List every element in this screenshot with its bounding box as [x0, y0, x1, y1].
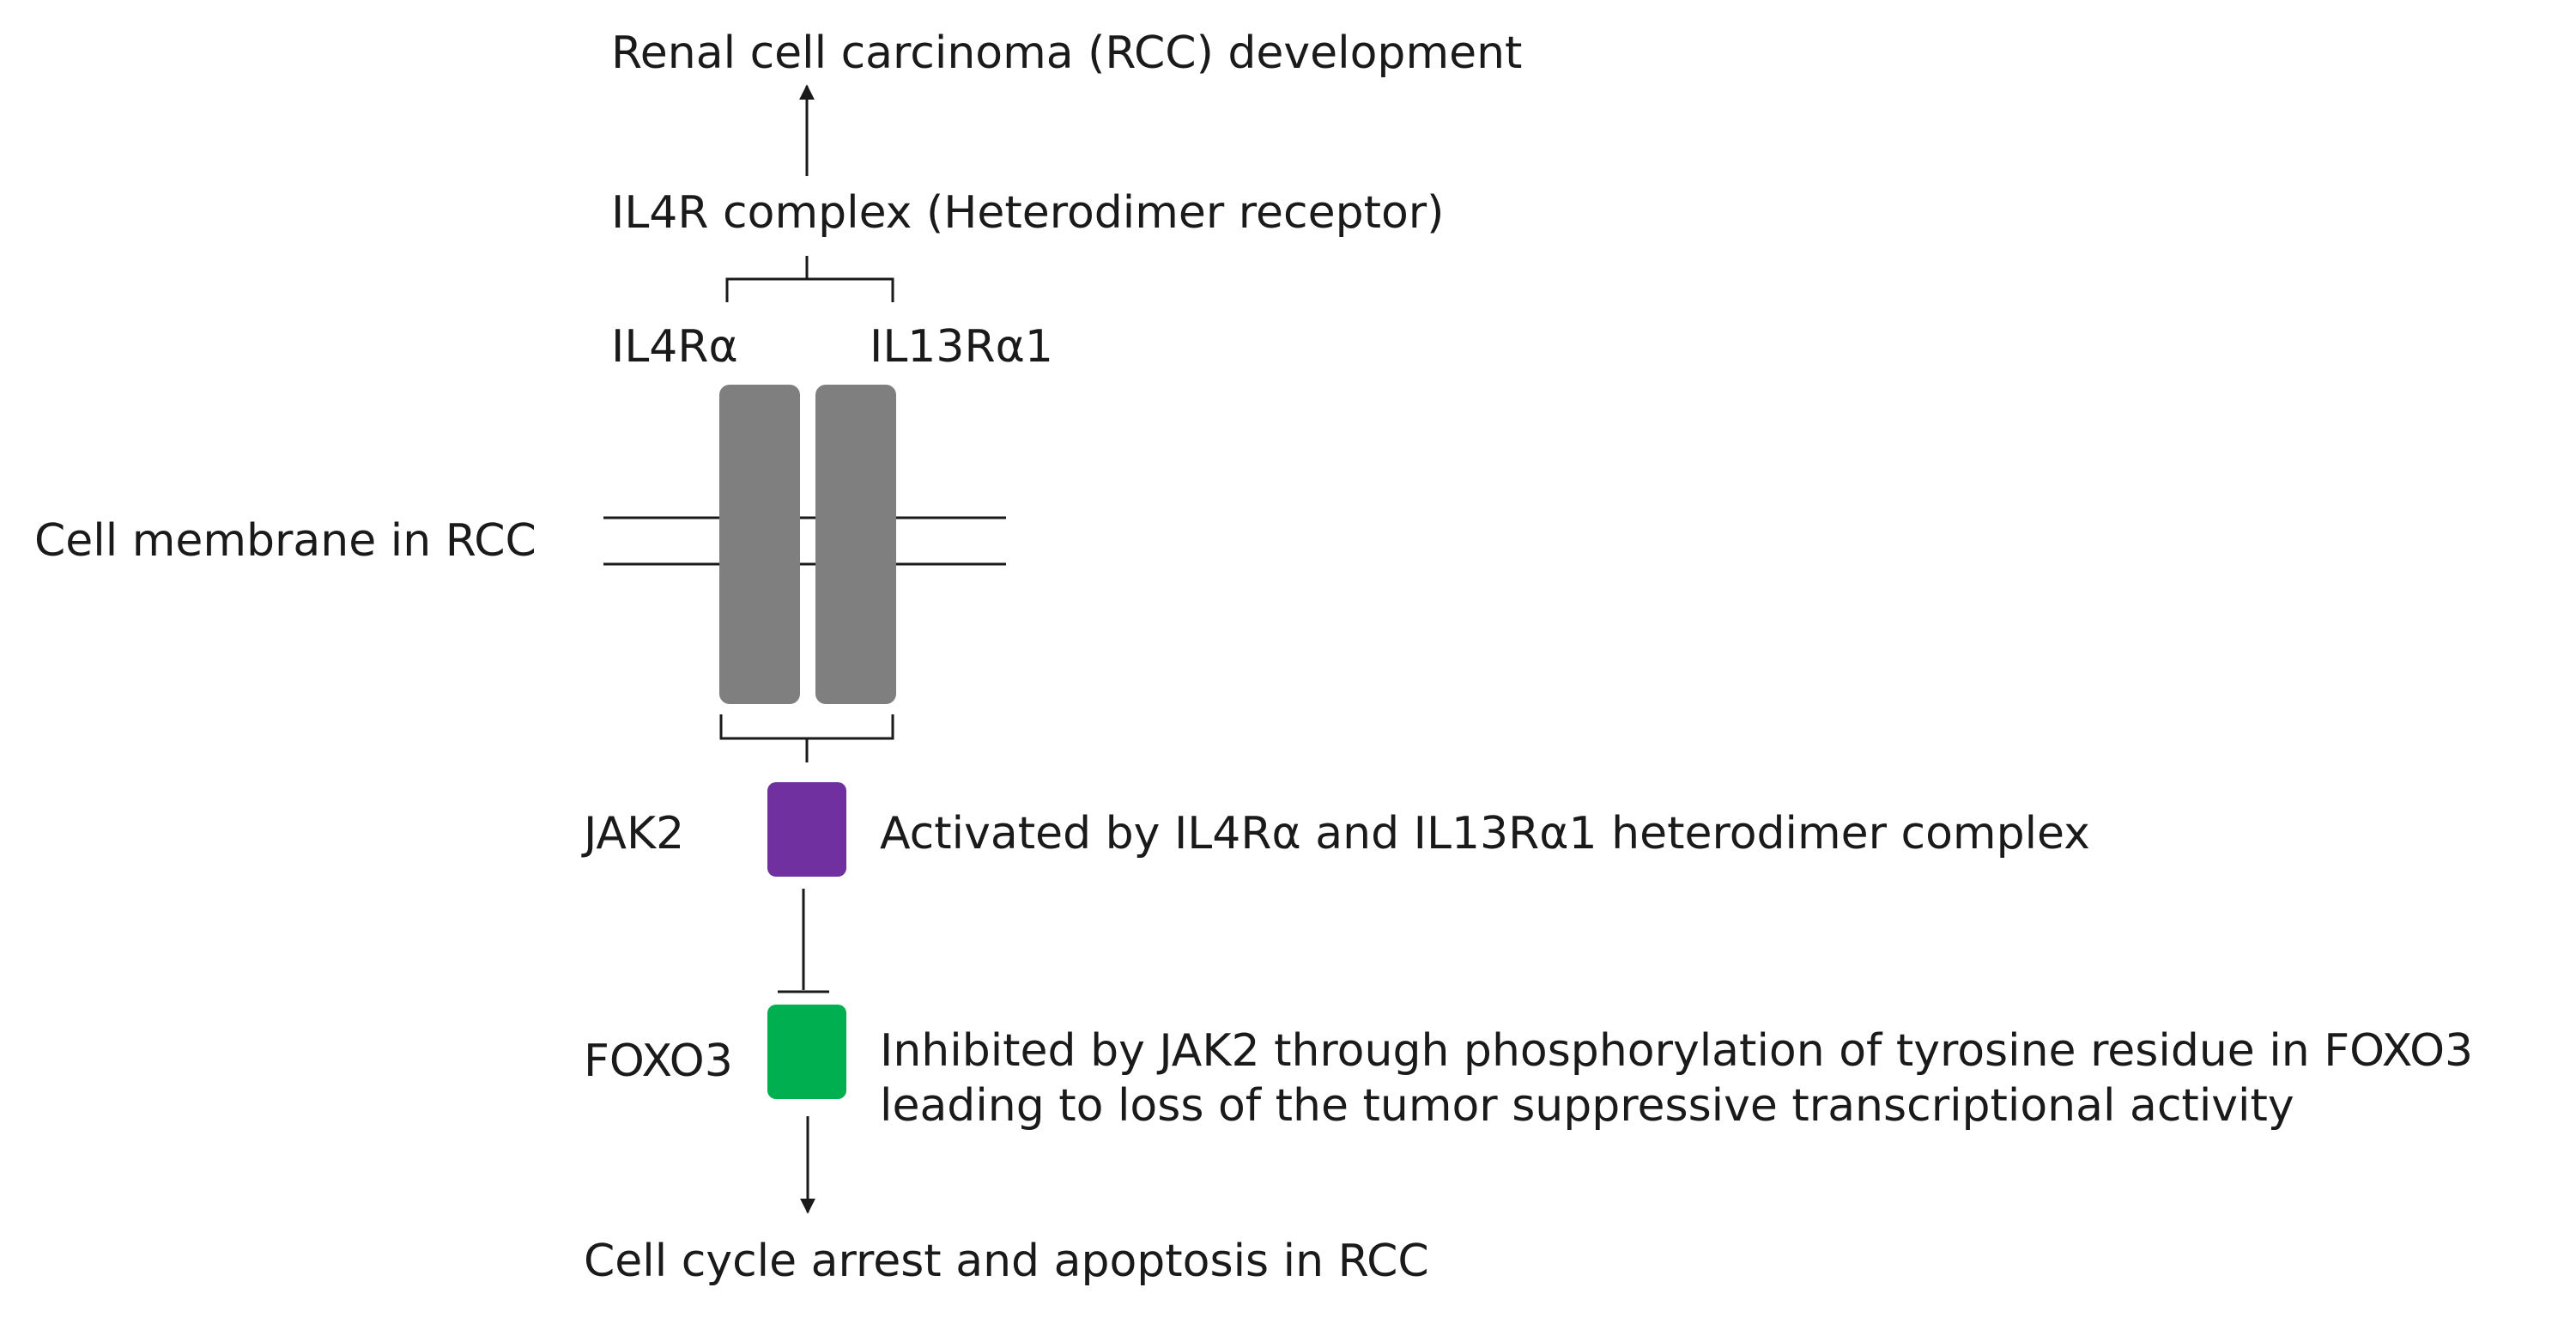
foxo3-label: FOXO3 [584, 1036, 733, 1087]
foxo3-box [767, 1005, 846, 1099]
foxo3-note-line2: leading to loss of the tumor suppressive… [880, 1080, 2294, 1132]
jak2-note: Activated by IL4Rα and IL13Rα1 heterodim… [880, 808, 2090, 859]
jak2-label: JAK2 [584, 808, 685, 859]
foxo3-note: Inhibited by JAK2 through phosphorylatio… [880, 1023, 2473, 1133]
il4ra-receptor-bar [719, 385, 800, 704]
foxo3-note-line1: Inhibited by JAK2 through phosphorylatio… [880, 1025, 2474, 1077]
il13ra1-receptor-bar [815, 385, 896, 704]
il4ra-label: IL4Rα [611, 321, 738, 373]
lower-brace [719, 714, 894, 762]
jak2-box [767, 782, 846, 877]
membrane-label: Cell membrane in RCC [34, 515, 536, 567]
upper-brace [725, 256, 894, 302]
il13ra1-label: IL13Rα1 [870, 321, 1053, 373]
top-outcome-label: Renal cell carcinoma (RCC) development [611, 27, 1523, 79]
bottom-outcome-label: Cell cycle arrest and apoptosis in RCC [584, 1236, 1429, 1287]
receptor-complex-label: IL4R complex (Heterodimer receptor) [611, 187, 1445, 239]
